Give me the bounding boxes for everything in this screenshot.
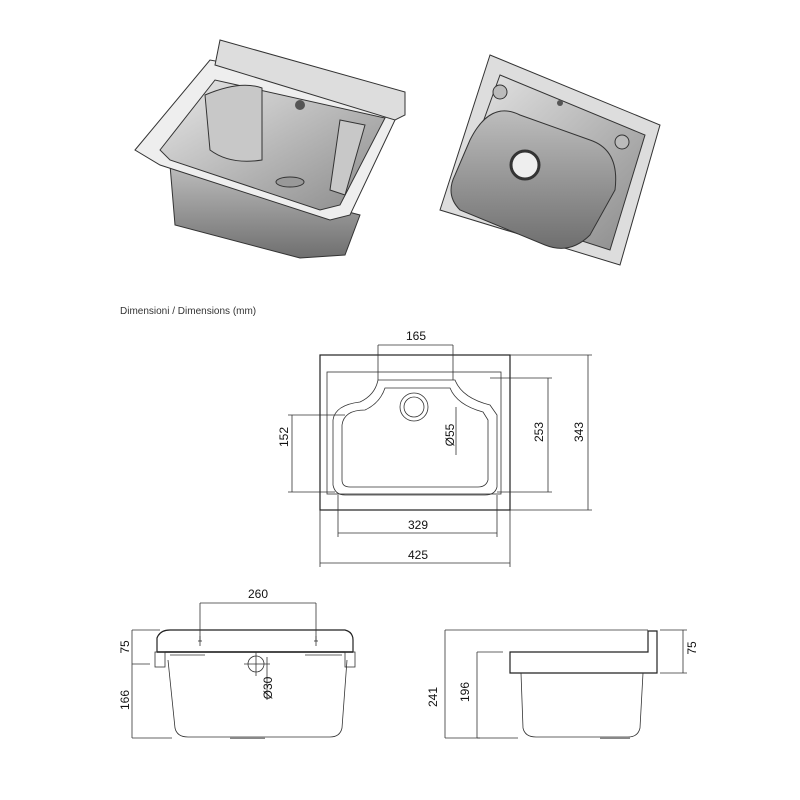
- top-view: 165 343 253 152 Ø55 329 425: [277, 329, 592, 567]
- side-view: 241 196 75: [426, 629, 699, 739]
- dim-overall-width: 425: [408, 548, 428, 562]
- sink-render-front: [134, 39, 406, 259]
- dim-side-backsplash: 75: [685, 641, 699, 655]
- dim-drain-diameter: Ø55: [443, 423, 457, 446]
- front-view: Ø30 260 75 166: [118, 587, 356, 739]
- dim-side-bowl-height: 196: [458, 682, 472, 702]
- dim-overflow-diameter: Ø30: [261, 676, 275, 699]
- dim-total-height: 241: [426, 687, 440, 707]
- dim-front-backsplash: 75: [118, 640, 132, 654]
- sink-render-top: [439, 54, 661, 266]
- dim-side-depth: 152: [277, 427, 291, 447]
- dim-drain-spacing: 165: [406, 329, 426, 343]
- dim-basin-width: 329: [408, 518, 428, 532]
- dimensions-caption: Dimensioni / Dimensions (mm): [120, 306, 257, 317]
- dim-hole-spacing: 260: [248, 587, 268, 601]
- dim-basin-depth: 253: [532, 422, 546, 442]
- dim-overall-depth: 343: [572, 422, 586, 442]
- dim-front-bowl-height: 166: [118, 690, 132, 710]
